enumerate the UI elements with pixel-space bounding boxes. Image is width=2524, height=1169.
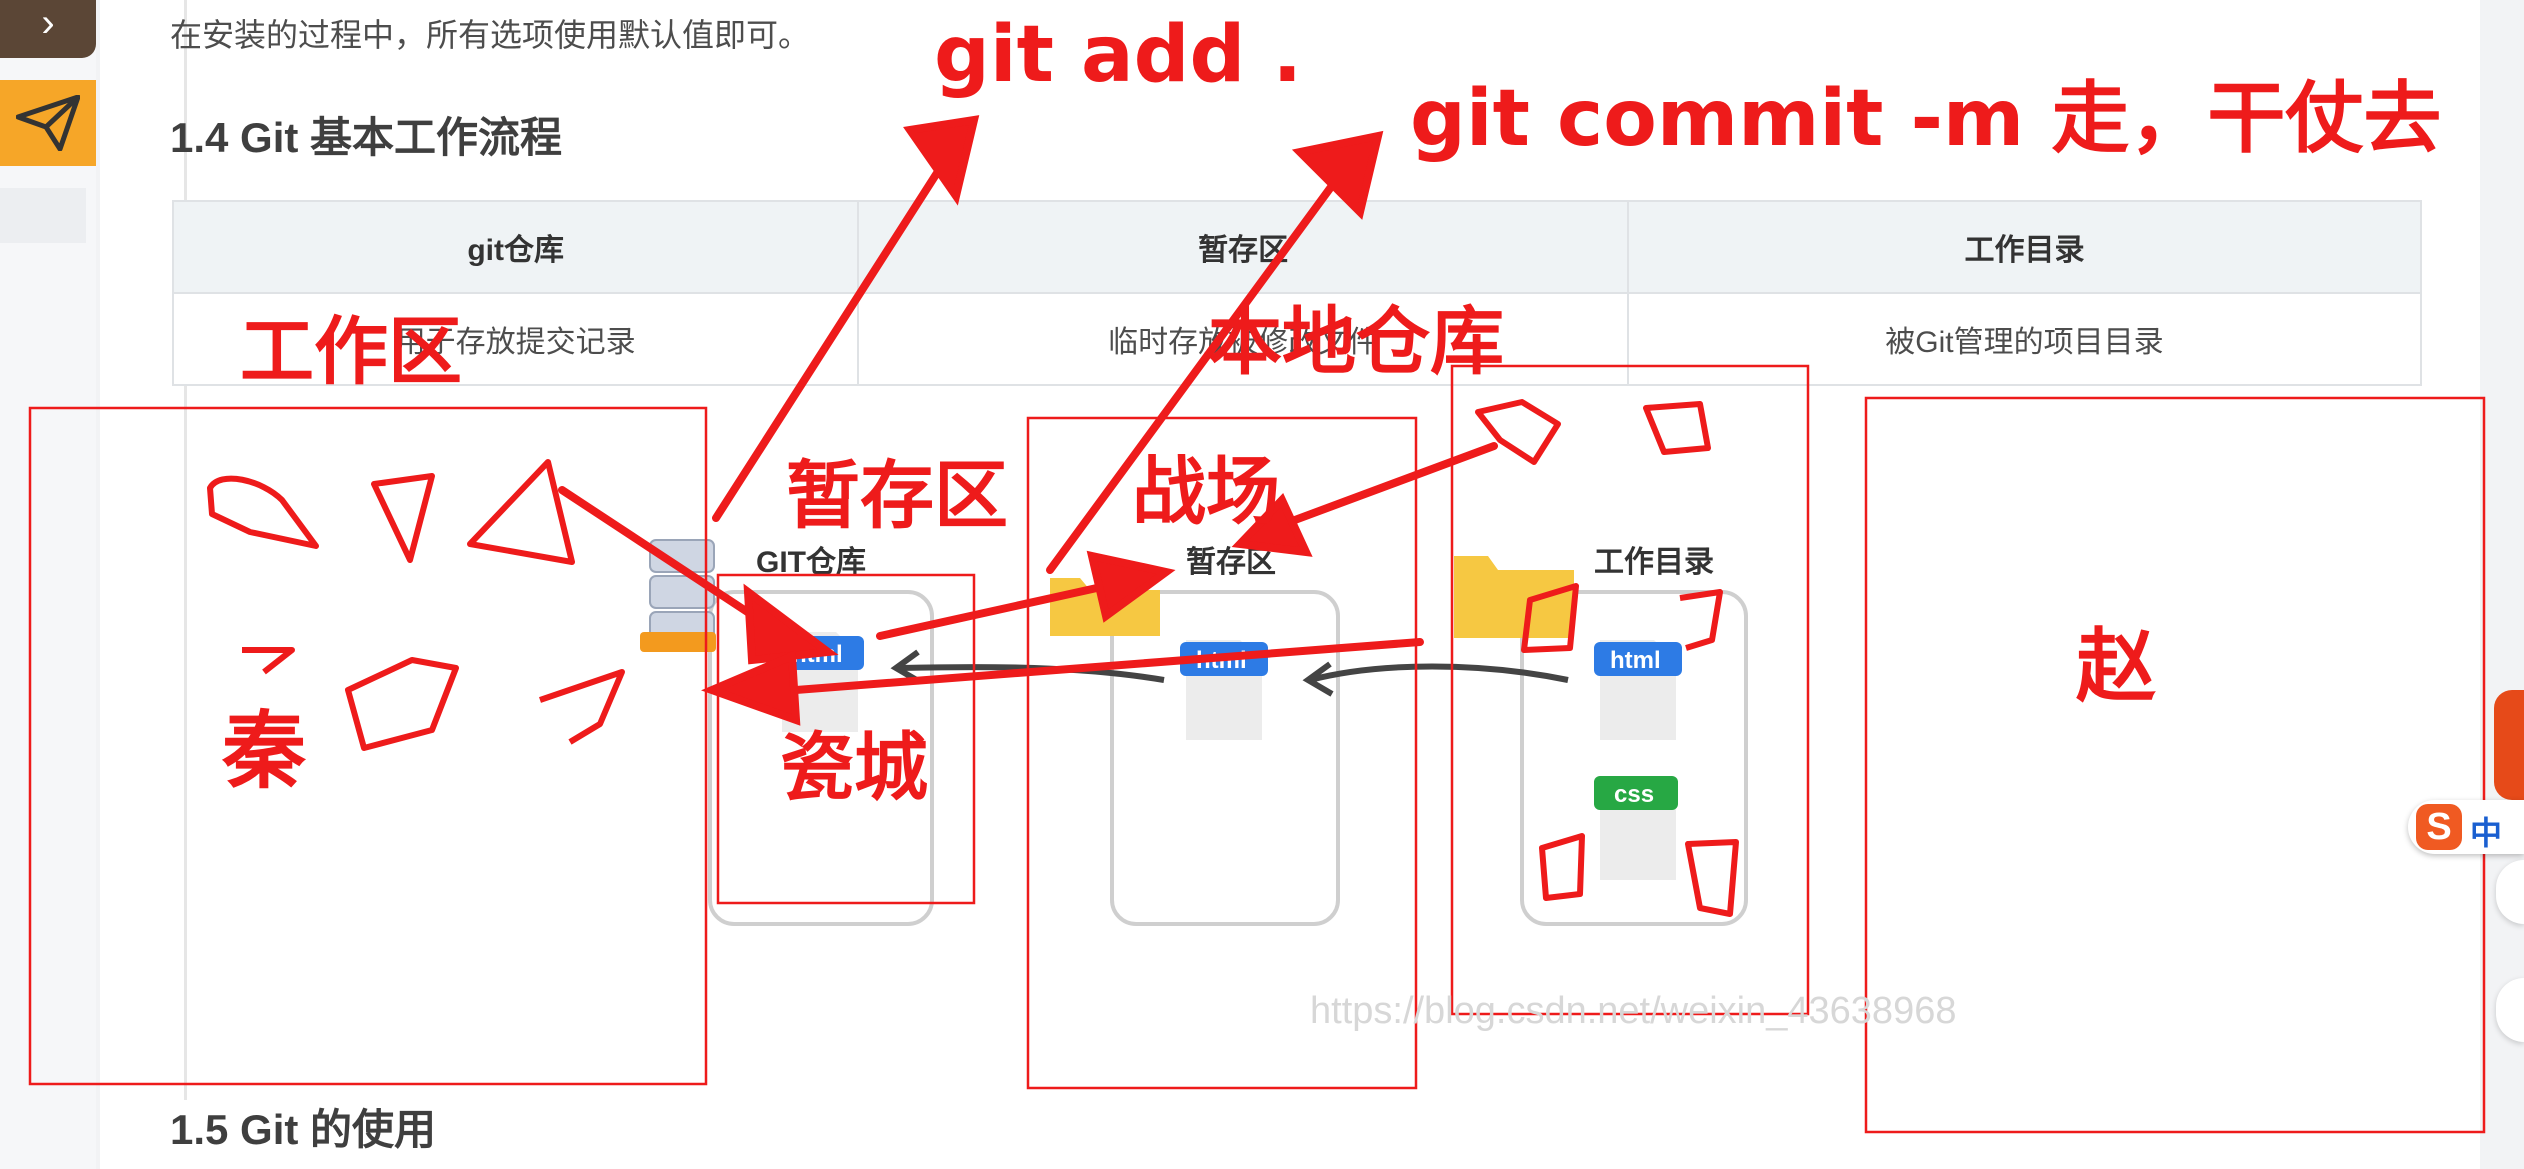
table-header-stage: 暂存区 — [857, 200, 1629, 294]
left-rail: › — [0, 0, 96, 1169]
annotation-cicheng: 瓷城 — [780, 725, 928, 811]
ime-language-toggle[interactable]: 中 — [2470, 815, 2503, 851]
annotation-staging-area: 暂存区 — [786, 453, 1008, 539]
annotation-battlefield: 战场 — [1132, 449, 1280, 535]
expand-sidebar-button[interactable]: › — [0, 0, 96, 58]
annotation-git-add: git add . — [934, 10, 1303, 100]
sogou-logo-icon: S — [2416, 804, 2462, 850]
article-divider — [184, 0, 187, 1100]
table-header-git-repo: git仓库 — [171, 200, 860, 294]
share-button[interactable] — [0, 80, 96, 166]
annotation-zhao: 赵 — [2076, 620, 2156, 713]
annotation-git-commit: git commit -m 走，干仗去 — [1410, 74, 2442, 164]
side-tool-button[interactable] — [2496, 978, 2524, 1042]
intro-text: 在安装的过程中，所有选项使用默认值即可。 — [170, 17, 811, 53]
paper-plane-icon — [16, 95, 80, 151]
side-tool-button[interactable] — [2496, 860, 2524, 924]
table-cell: 被Git管理的项目目录 — [1626, 292, 2423, 386]
table-header-workdir: 工作目录 — [1626, 200, 2423, 294]
article-body — [100, 0, 2480, 1169]
ime-toolbar[interactable]: S 中 — [2408, 800, 2524, 854]
annotation-work-area: 工作区 — [240, 309, 462, 395]
section-heading-1-4: 1.4 Git 基本工作流程 — [170, 114, 563, 161]
annotation-local-repo: 本地仓库 — [1208, 299, 1504, 385]
watermark: https://blog.csdn.net/weixin_43638968 — [1310, 990, 1957, 1032]
table-header-row: git仓库 暂存区 工作目录 — [171, 200, 2423, 294]
section-heading-1-5: 1.5 Git 的使用 — [170, 1106, 437, 1153]
rail-placeholder — [0, 188, 86, 243]
chevron-right-icon: › — [41, 0, 55, 45]
side-promo-thumbnail[interactable] — [2494, 690, 2524, 800]
annotation-qin: 秦 — [222, 702, 307, 800]
